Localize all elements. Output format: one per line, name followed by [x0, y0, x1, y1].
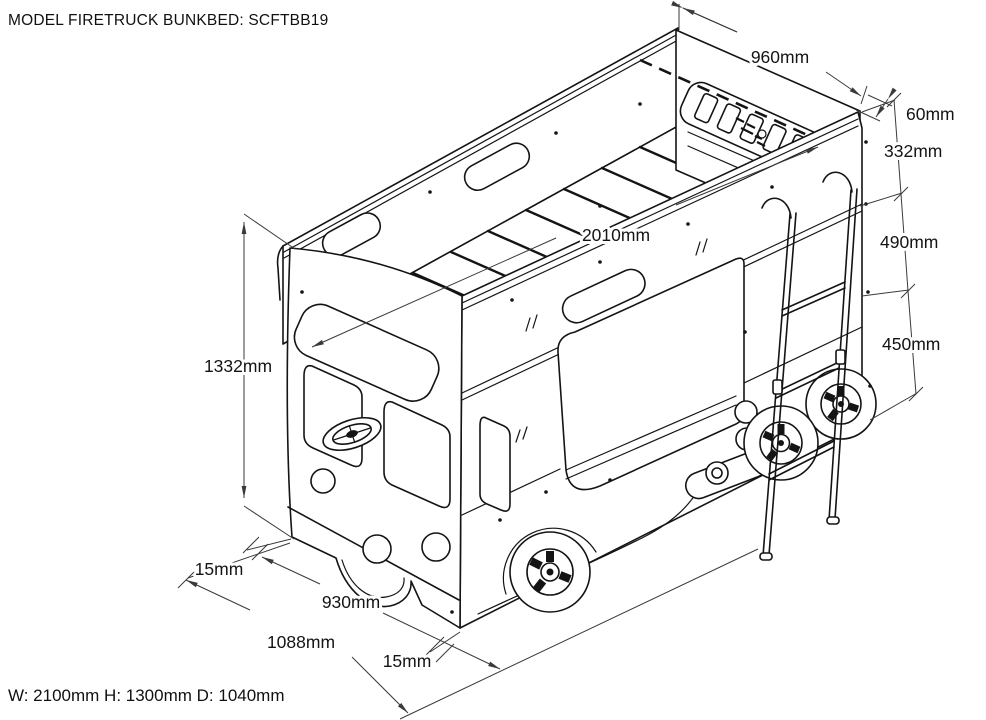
front-wheel	[509, 531, 591, 613]
dim-label-15-front: 15mm	[195, 559, 244, 579]
dim-label-60: 60mm	[906, 104, 955, 124]
dim-2010: 2010mm	[311, 146, 819, 348]
dim-label-2010: 2010mm	[582, 225, 650, 245]
rear-far-wheel	[805, 368, 877, 440]
dim-label-450: 450mm	[882, 334, 940, 354]
steering-wheel	[322, 416, 382, 452]
dim-1332: 1332mm	[201, 213, 296, 540]
dim-label-960: 960mm	[751, 47, 809, 67]
ladder	[759, 171, 858, 561]
size-summary: W: 2100mm H: 1300mm D: 1040mm	[8, 686, 285, 705]
dim-label-1332: 1332mm	[204, 356, 272, 376]
dim-label-1088: 1088mm	[267, 632, 335, 652]
near-side-panel	[459, 111, 863, 629]
dim-bottom-chain: 15mm 930mm 1088mm 15mm	[177, 536, 759, 720]
headlight-left	[362, 534, 392, 564]
truck-drawing	[276, 27, 877, 629]
dim-label-930: 930mm	[322, 592, 380, 612]
wheels	[509, 368, 877, 613]
page-title: MODEL FIRETRUCK BUNKBED: SCFTBB19	[8, 12, 329, 29]
rear-near-wheel	[743, 405, 819, 481]
fog-light	[310, 468, 336, 494]
dim-60: 60mm	[855, 87, 958, 127]
headlight-right	[421, 532, 451, 562]
dim-label-490: 490mm	[880, 232, 938, 252]
brand-stamp	[735, 117, 766, 147]
dim-height-chain: 332mm 490mm 450mm	[859, 92, 945, 421]
lower-bunk-opening	[557, 257, 745, 491]
dim-960: 960mm	[671, 0, 868, 105]
dim-label-332: 332mm	[884, 141, 942, 161]
dim-label-15-side: 15mm	[383, 651, 432, 671]
cab-front	[286, 247, 463, 629]
dimension-annotations: 960mm 60mm 332mm 490mm 450mm	[177, 0, 958, 720]
